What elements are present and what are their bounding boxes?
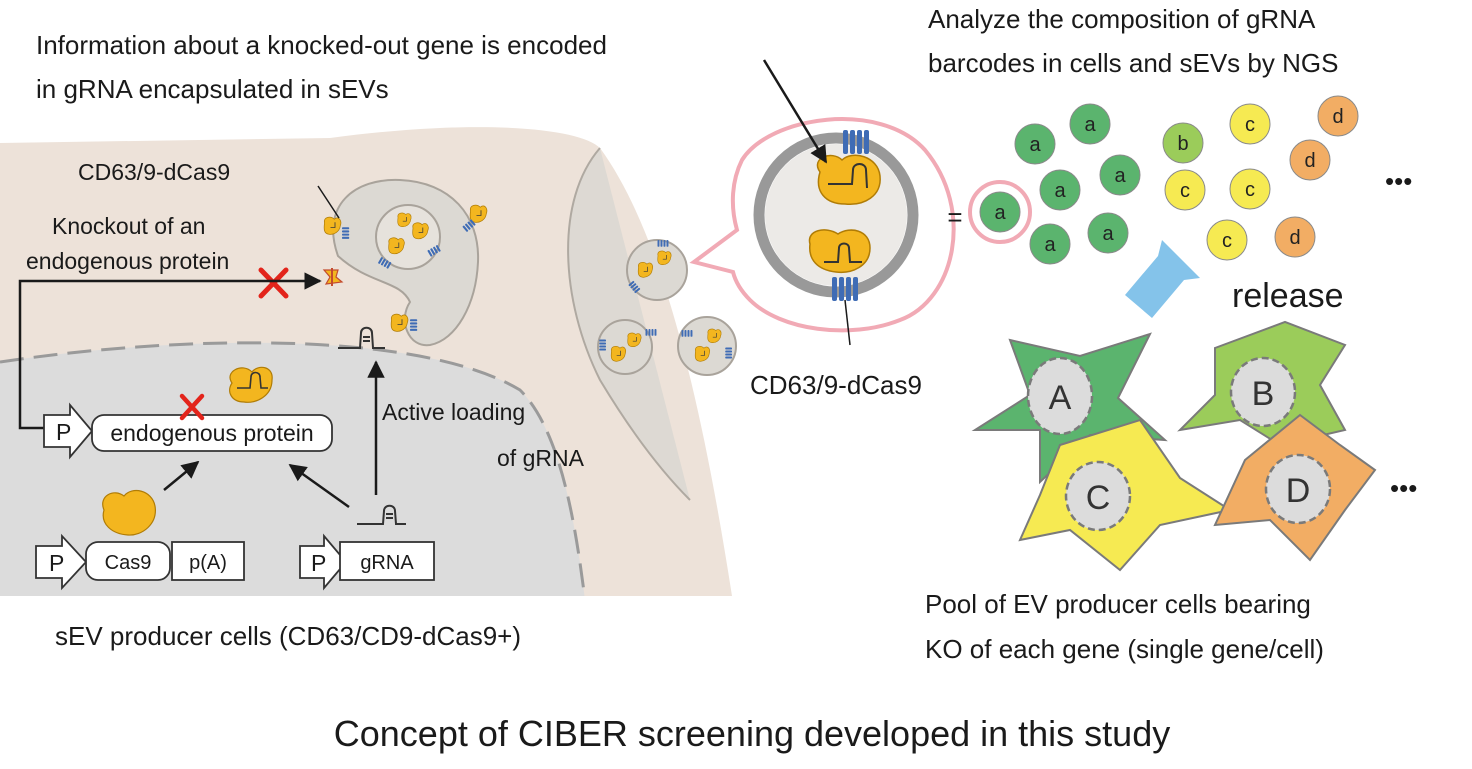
barcode-bead-label: d	[1332, 106, 1343, 128]
producer-cell-d: D	[1213, 413, 1377, 562]
binding-cross-icon	[179, 393, 205, 421]
barcode-bead-c	[1206, 219, 1248, 261]
info-pointer-arrow	[762, 59, 828, 164]
barcode-bead-d	[1317, 95, 1359, 137]
barcode-bead-label: c	[1180, 180, 1190, 202]
knockout-line2: endogenous protein	[26, 248, 229, 274]
cd63-callout-label: CD63/9-dCas9	[750, 370, 922, 400]
released-sev-4	[677, 316, 737, 376]
release-label: release	[1232, 277, 1344, 315]
active-loading-line2: of gRNA	[497, 445, 585, 471]
barcode-bead-a	[979, 191, 1021, 233]
barcode-bead-label: c	[1245, 179, 1255, 201]
barcode-bead-a	[1039, 169, 1081, 211]
cell-a-label: A	[1049, 379, 1072, 417]
knockout-arrow	[18, 272, 322, 430]
barcode-bead-a	[1099, 154, 1141, 196]
cell-d-label: D	[1286, 472, 1311, 510]
promoter-label: P	[56, 419, 71, 445]
sev-callout	[689, 117, 956, 333]
nuclear-membrane	[0, 341, 587, 596]
barcode-bead-b	[1162, 122, 1204, 164]
barcode-bead-label: a	[1054, 180, 1066, 202]
cas9-protein-icon	[102, 489, 156, 536]
producer-caption: sEV producer cells (CD63/CD9-dCas9+)	[55, 621, 521, 651]
grna-to-protein-arrow	[288, 463, 350, 509]
highlight-ring	[968, 180, 1032, 244]
barcode-bead-d	[1289, 139, 1331, 181]
barcode-bead-a	[1029, 223, 1071, 265]
gene-endogenous: P endogenous protein	[43, 402, 333, 460]
barcode-bead-label: d	[1289, 227, 1300, 249]
multivesicular-body	[332, 178, 480, 347]
promoter-label: P	[49, 550, 64, 576]
barcode-bead-label: a	[994, 202, 1006, 224]
dcas9-grna-upper	[816, 154, 881, 205]
barcode-bead-label: a	[1114, 165, 1126, 187]
grna-gene-label: gRNA	[360, 552, 414, 574]
knockout-line1: Knockout of an	[52, 213, 205, 239]
barcode-bead-label: d	[1304, 150, 1315, 172]
cas9-arrow	[163, 460, 200, 491]
barcode-bead-label: a	[1084, 114, 1096, 136]
promoter-label: P	[311, 550, 326, 576]
barcode-bead-label: a	[1029, 134, 1041, 156]
grna-hairpin-upper	[338, 326, 385, 349]
producer-cell-b: B	[1177, 320, 1347, 447]
dcas9-grna-lower	[808, 229, 871, 274]
barcode-bead-a	[1087, 212, 1129, 254]
info-line1: Information about a knocked-out gene is …	[36, 30, 607, 60]
polya-label: p(A)	[189, 552, 227, 574]
release-arrow	[1125, 240, 1200, 318]
beads-ellipsis: •••	[1385, 166, 1412, 196]
cell-b-label: B	[1252, 375, 1275, 413]
barcode-bead-label: c	[1222, 230, 1232, 252]
equals-sign: =	[947, 202, 962, 232]
knockout-cross-icon	[258, 267, 289, 299]
cd63-top-leader	[317, 185, 340, 219]
producer-cell-c: C	[1018, 418, 1233, 572]
barcode-bead-d	[1274, 216, 1316, 258]
pool-line2: KO of each gene (single gene/cell)	[925, 634, 1324, 664]
cas9-label: Cas9	[105, 552, 152, 574]
active-loading-line1: Active loading	[382, 399, 525, 425]
cells-ellipsis: •••	[1390, 473, 1417, 503]
endogenous-protein-target	[322, 268, 344, 286]
info-line2: in gRNA encapsulated in sEVs	[36, 74, 389, 104]
barcode-bead-a	[1069, 103, 1111, 145]
barcode-bead-label: c	[1245, 114, 1255, 136]
barcode-bead-a	[1014, 123, 1056, 165]
gene-cas9: P Cas9 p(A)	[35, 533, 245, 591]
cd63-top-label: CD63/9-dCas9	[78, 159, 230, 185]
cas9-grna-complex	[229, 366, 273, 403]
endogenous-gene-label: endogenous protein	[110, 420, 313, 446]
barcode-bead-label: a	[1044, 234, 1056, 256]
analyze-line2: barcodes in cells and sEVs by NGS	[928, 48, 1338, 78]
released-sev-2	[597, 319, 653, 375]
barcode-bead-c	[1164, 169, 1206, 211]
pool-line1: Pool of EV producer cells bearing	[925, 589, 1311, 619]
cell-c-label: C	[1086, 479, 1111, 517]
barcode-bead-label: b	[1177, 133, 1188, 155]
barcode-bead-c	[1229, 103, 1271, 145]
released-sev-1	[626, 239, 688, 301]
barcode-bead-label: a	[1102, 223, 1114, 245]
figure-title: Concept of CIBER screening developed in …	[334, 713, 1170, 754]
grna-hairpin-lower	[357, 504, 406, 525]
cd63-callout-leader	[844, 299, 851, 346]
gene-grna: P gRNA	[299, 533, 435, 591]
barcode-bead-c	[1229, 168, 1271, 210]
analyze-line1: Analyze the composition of gRNA	[928, 4, 1316, 34]
